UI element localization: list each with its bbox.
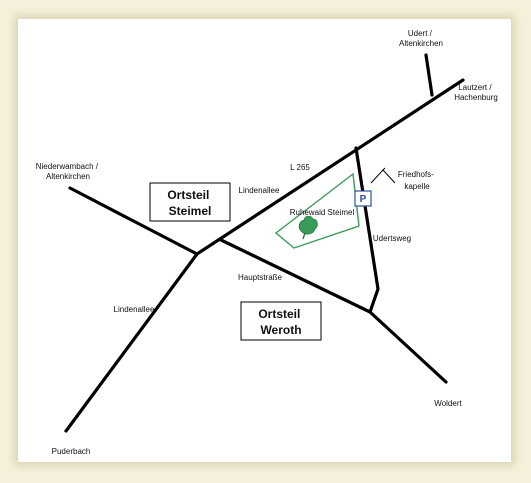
label-hauptstrasse: Hauptstraße [238, 273, 283, 282]
road-l265 [195, 78, 465, 256]
label-niederwambach: Niederwambach / Altenkirchen [36, 162, 100, 181]
map-sheet [18, 19, 511, 462]
svg-text:Ortsteil Weroth: Ortsteil Weroth [258, 307, 303, 337]
label-ruhewald: Ruhewald Steimel [290, 208, 355, 217]
parking-label: P [360, 194, 367, 205]
roads [64, 53, 465, 433]
parking-sign-icon: P [354, 190, 372, 207]
label-lautzert: Lautzert / Hachenburg [454, 83, 498, 102]
road-lindenallee-puderbach [64, 252, 199, 433]
road-hauptstrasse [219, 238, 372, 314]
label-udert: Udert / Altenkirchen [399, 29, 443, 48]
tree-icon [298, 215, 318, 240]
label-lindenallee-upper: Lindenallee [239, 186, 280, 195]
chapel-icon [370, 167, 396, 184]
label-l265: L 265 [290, 163, 310, 172]
box-ortsteil-steimel: Ortsteil Steimel [149, 182, 231, 222]
label-woldert: Woldert [434, 399, 462, 408]
label-udertsweg: Udertsweg [373, 234, 411, 243]
label-puderbach: Puderbach [52, 447, 91, 456]
road-niederwambach [68, 186, 199, 256]
road-udert-spur [424, 53, 434, 97]
road-udertsweg [354, 146, 380, 314]
ruhewald-area [274, 172, 360, 249]
label-friedhofskapelle: Friedhofs- kapelle [398, 170, 436, 191]
label-lindenallee-lower: Lindenallee [114, 305, 155, 314]
road-woldert [368, 310, 448, 384]
svg-text:Ortsteil Steimel: Ortsteil Steimel [167, 188, 212, 218]
box-ortsteil-weroth: Ortsteil Weroth [240, 301, 322, 341]
